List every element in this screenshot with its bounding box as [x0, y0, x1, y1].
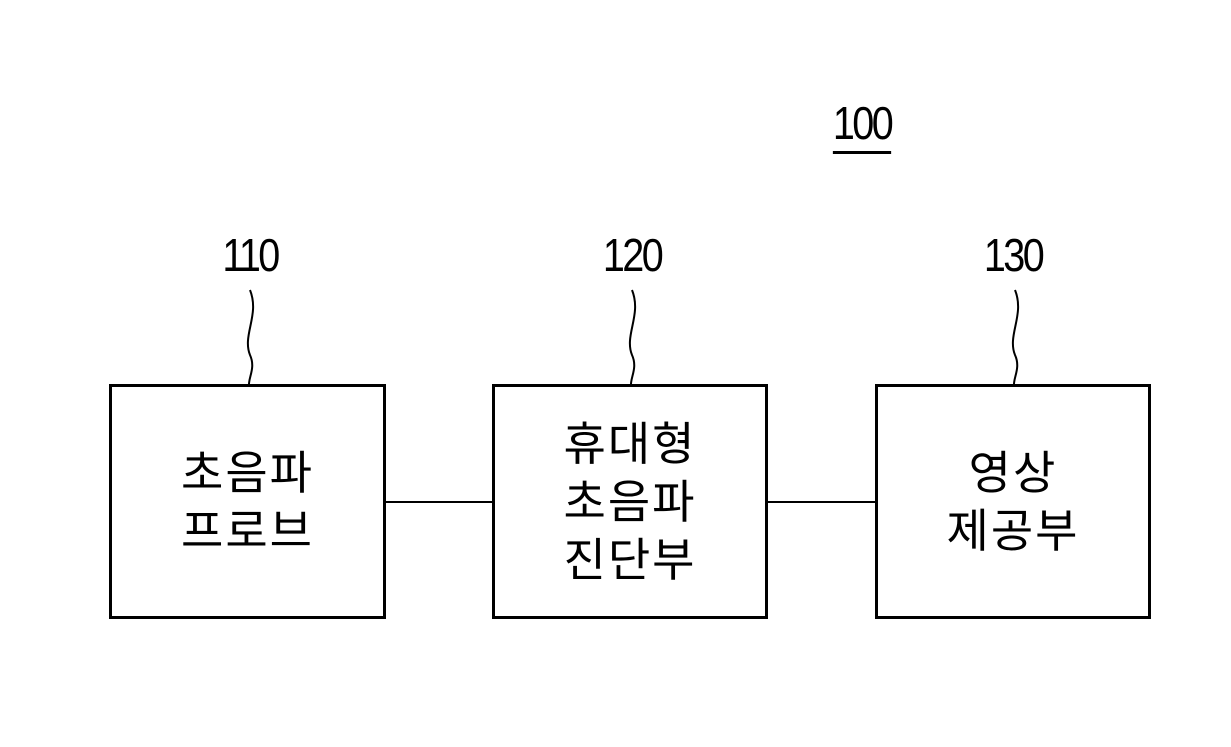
block-label-line: 휴대형 [564, 415, 697, 473]
block-label-line: 프로브 [181, 502, 314, 560]
leader-line-120 [630, 290, 635, 386]
portable-ultrasound-diagnosis-block: 휴대형 초음파 진단부 [492, 384, 768, 619]
block-label-line: 제공부 [947, 502, 1080, 560]
block-label-line: 진단부 [564, 531, 697, 589]
block-label-line: 초음파 [564, 473, 697, 531]
image-providing-block: 영상 제공부 [875, 384, 1151, 619]
leader-line-110 [248, 290, 253, 386]
block-label-line: 초음파 [181, 444, 314, 502]
block-label-line: 영상 [969, 444, 1058, 502]
ultrasound-probe-block: 초음파 프로브 [109, 384, 386, 619]
leader-line-130 [1013, 290, 1018, 386]
